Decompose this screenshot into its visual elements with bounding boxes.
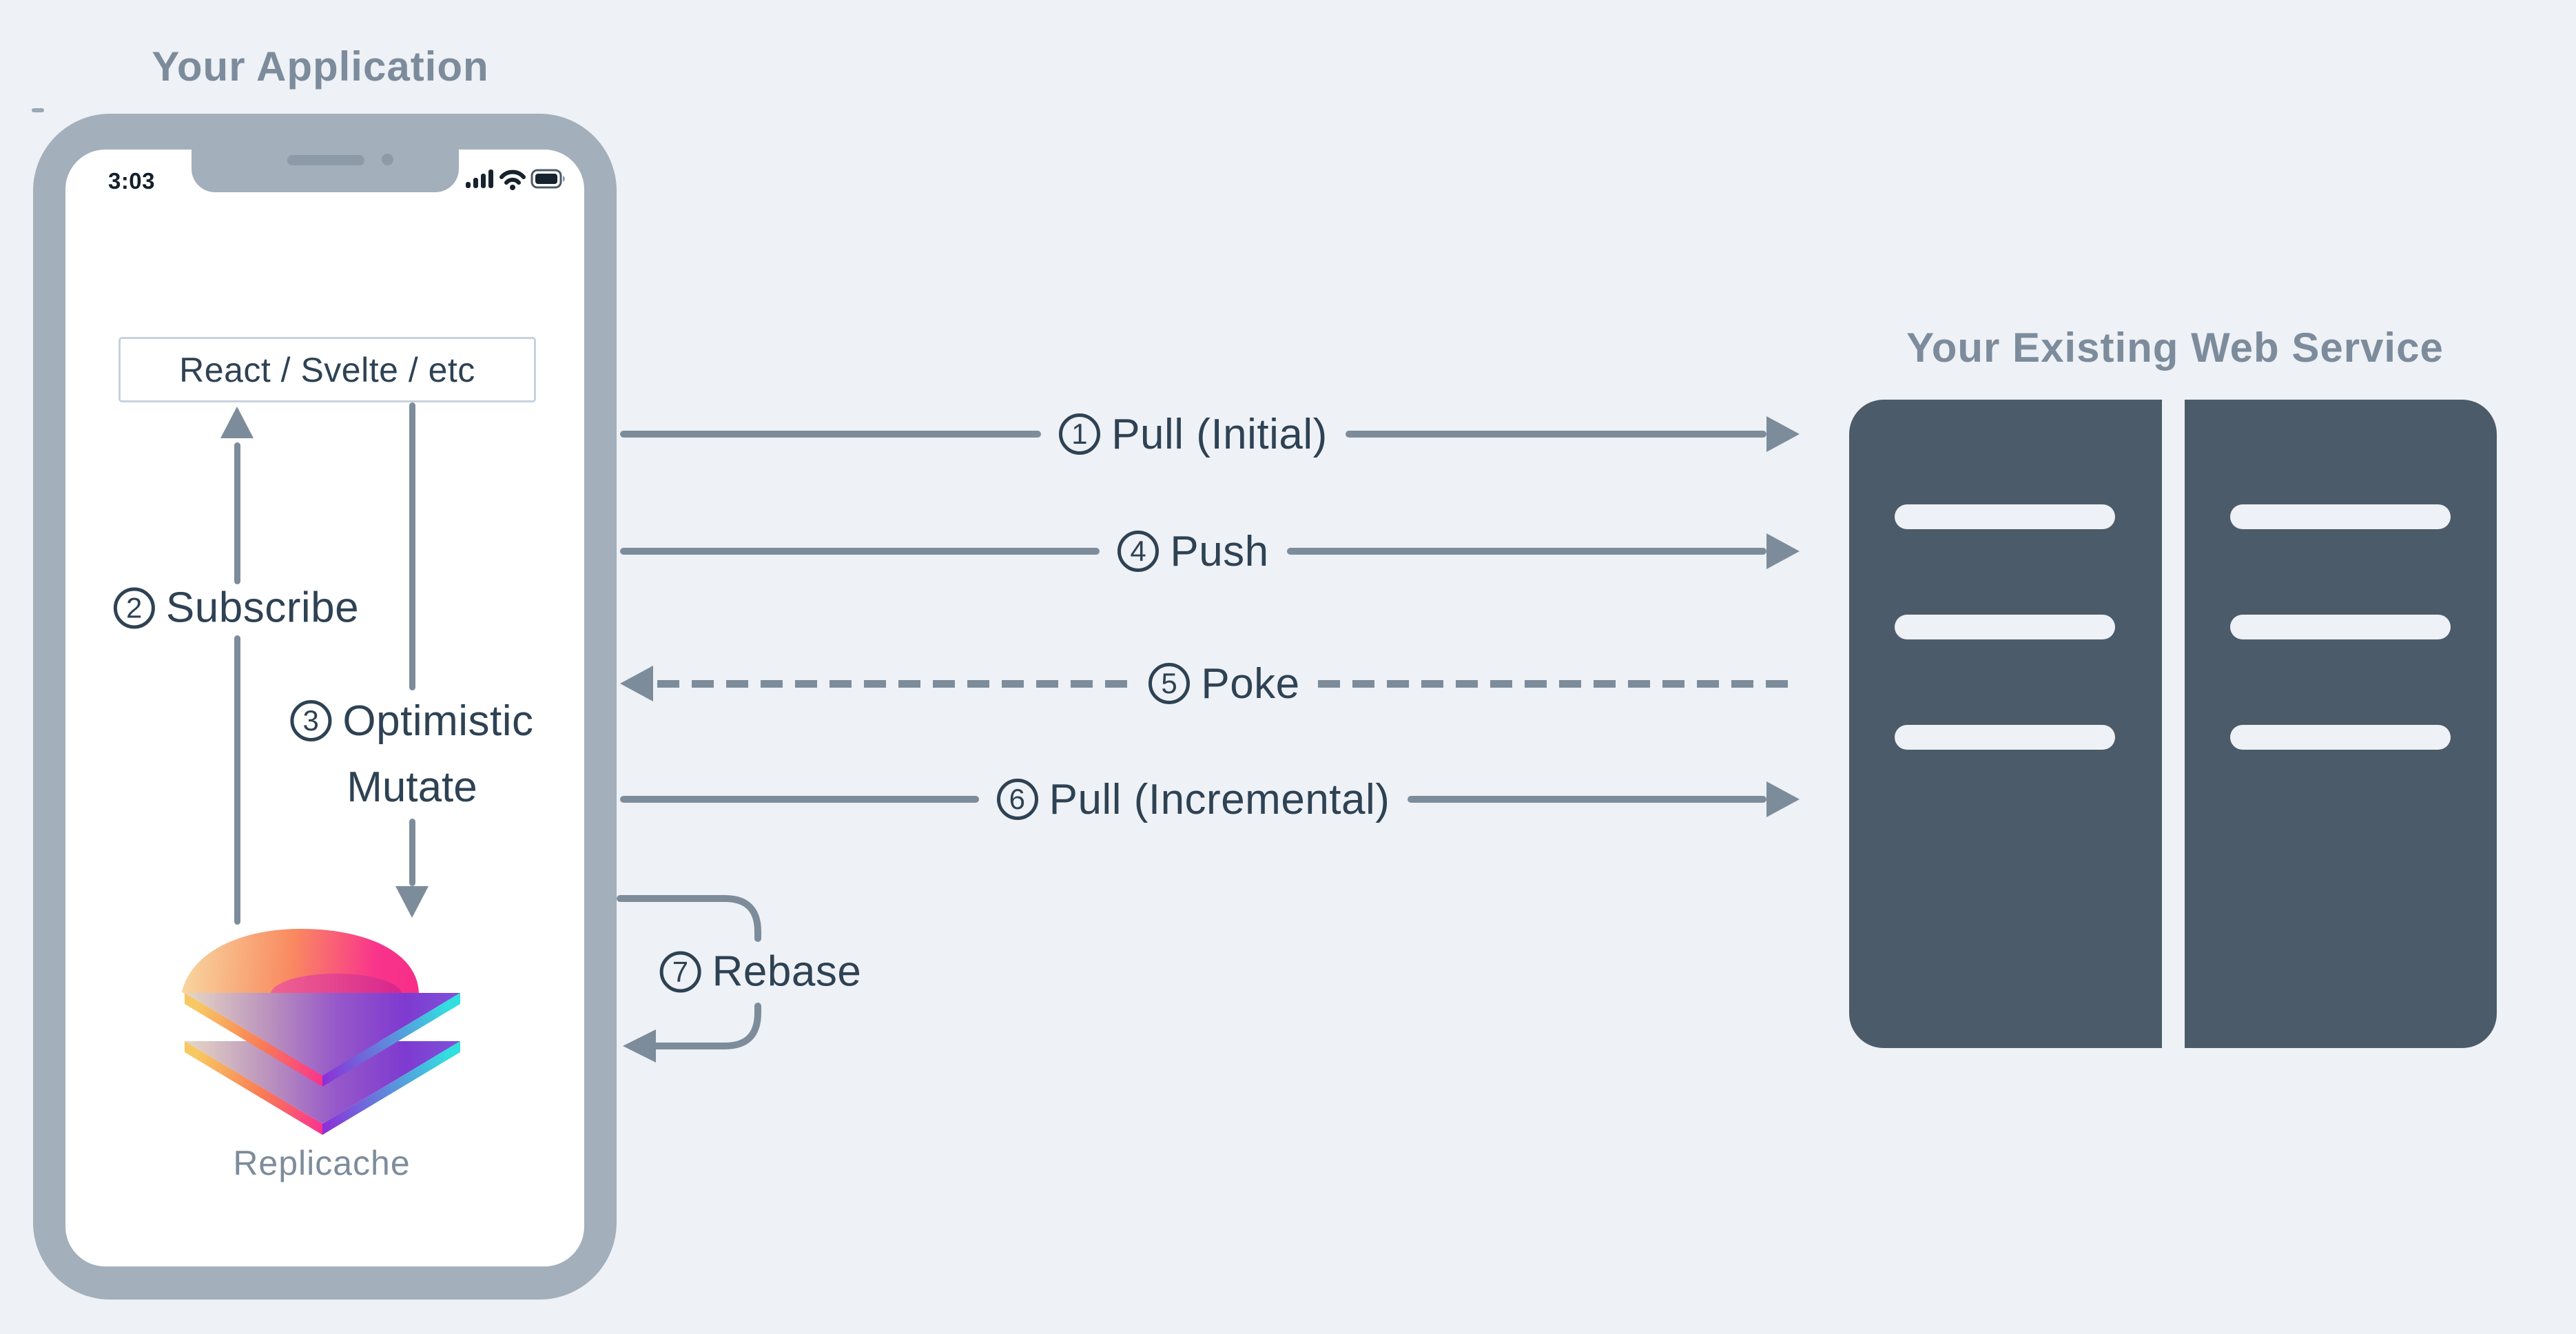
arrowhead-right-icon	[1766, 533, 1800, 569]
dashed-line	[657, 679, 1131, 688]
push-text: Push	[1170, 527, 1269, 575]
pull-incremental-text: Pull (Incremental)	[1049, 775, 1390, 823]
optimistic-mutate-label: 3 Optimistic Mutate	[290, 688, 533, 820]
framework-box: React / Svelte / etc	[119, 337, 536, 402]
status-icons	[466, 169, 565, 190]
arrow-line	[620, 796, 979, 803]
status-time: 3:03	[107, 168, 156, 194]
arrow-line	[1345, 431, 1767, 438]
dashed-line	[1317, 679, 1792, 688]
server-rack-icon	[2185, 400, 2497, 1048]
frame-dash-mark	[32, 108, 44, 112]
arrowhead-left-icon	[620, 666, 653, 701]
service-title: Your Existing Web Service	[1906, 325, 2444, 371]
arrow-push: 4 Push	[620, 526, 1800, 576]
arrow-line	[1286, 548, 1767, 555]
step-number-badge: 6	[996, 779, 1038, 820]
server-slot	[2230, 615, 2451, 639]
step-number-badge: 3	[290, 700, 332, 741]
subscribe-line	[234, 442, 240, 584]
pull-initial-label: 1 Pull (Initial)	[1059, 410, 1328, 459]
subscribe-arrowhead-up-icon	[220, 407, 254, 438]
server-slot	[1895, 504, 2115, 529]
arrow-pull-initial: 1 Pull (Initial)	[620, 409, 1800, 459]
step-number-badge: 7	[659, 951, 701, 992]
rebase-loop	[617, 895, 761, 1063]
step-number-badge: 1	[1059, 413, 1101, 455]
mutate-line	[409, 402, 415, 690]
wifi-dot	[510, 185, 515, 190]
pull-incremental-label: 6 Pull (Incremental)	[996, 775, 1390, 824]
wifi-icon	[499, 170, 526, 185]
step-number-badge: 4	[1117, 531, 1160, 572]
arrow-line	[620, 431, 1042, 438]
cellular-signal-icon	[466, 170, 493, 188]
server-slot	[1895, 725, 2115, 750]
mutate-arrowhead-down-icon	[395, 886, 429, 918]
mutate-line	[409, 819, 415, 886]
arrow-poke: 5 Poke	[620, 659, 1792, 708]
arrowhead-left-icon	[623, 1029, 656, 1063]
poke-text: Poke	[1201, 659, 1300, 708]
rebase-text: Rebase	[712, 947, 862, 996]
framework-box-label: React / Svelte / etc	[179, 350, 475, 389]
battery-icon	[530, 169, 565, 189]
subscribe-text: Subscribe	[165, 584, 360, 632]
arrowhead-right-icon	[1766, 416, 1800, 452]
server-slot	[2230, 725, 2451, 750]
arrow-line	[1408, 796, 1767, 803]
camera-dot-icon	[382, 154, 393, 165]
subscribe-line	[234, 635, 240, 925]
replicache-logo	[182, 929, 460, 1135]
subscribe-label: 2 Subscribe	[113, 584, 360, 633]
server-slot	[2230, 504, 2451, 529]
push-label: 4 Push	[1117, 527, 1268, 576]
optimistic-text: Optimistic	[342, 697, 534, 745]
replicache-label: Replicache	[233, 1144, 411, 1182]
mutate-text: Mutate	[347, 763, 477, 811]
arrowhead-right-icon	[1766, 781, 1800, 817]
arrow-pull-incremental: 6 Pull (Incremental)	[620, 774, 1800, 824]
application-title: Your Application	[152, 43, 489, 90]
arrow-line	[620, 548, 1100, 555]
step-number-badge: 2	[113, 587, 155, 628]
step-number-badge: 5	[1148, 663, 1191, 704]
pull-initial-text: Pull (Initial)	[1111, 410, 1328, 458]
server-rack-icon	[1849, 400, 2162, 1048]
rebase-label: 7 Rebase	[659, 947, 862, 996]
speaker-slot-icon	[287, 155, 364, 165]
server-slot	[1895, 615, 2115, 639]
poke-label: 5 Poke	[1148, 659, 1299, 708]
